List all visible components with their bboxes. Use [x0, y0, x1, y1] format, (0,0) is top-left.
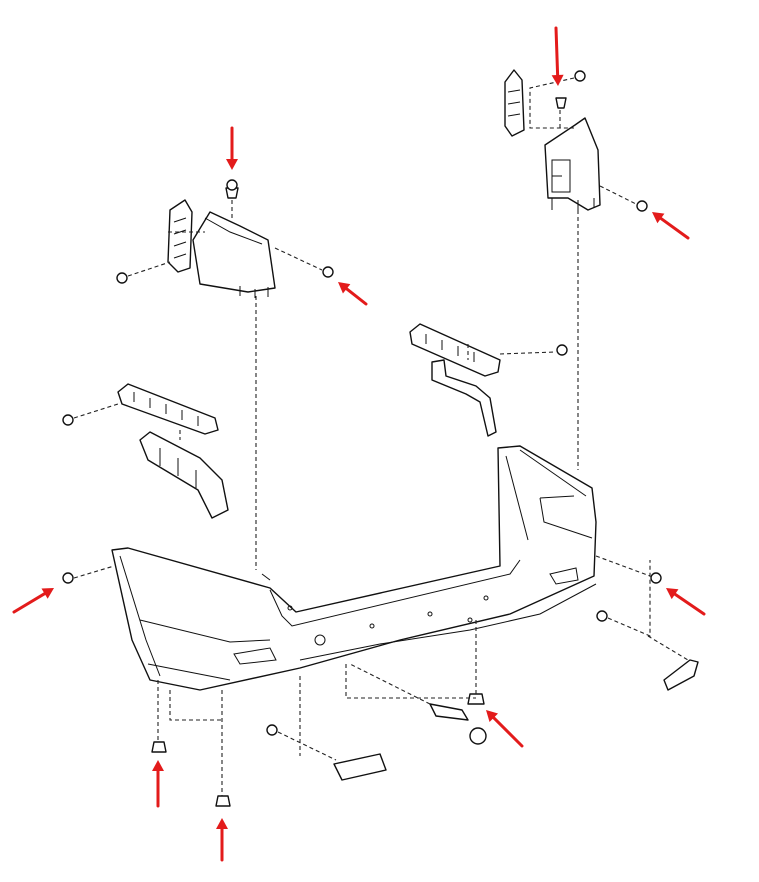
- red-arrow-4: [652, 212, 690, 240]
- rear-bumper-cover: [111, 445, 597, 691]
- towing-eye-cover: [429, 703, 487, 745]
- upper-left-side-bracket: [167, 199, 276, 298]
- middle-right-screw: [556, 344, 568, 356]
- left-reflector: [333, 753, 387, 781]
- red-arrow-6: [666, 588, 706, 616]
- red-arrow-2: [551, 26, 564, 86]
- upper-right-clip: [555, 70, 586, 109]
- upper-right-guide-lines: [529, 77, 637, 470]
- upper-left-screw: [116, 266, 334, 284]
- middle-left-guide-lines: [73, 403, 181, 440]
- red-arrow-3: [338, 282, 368, 306]
- upper-left-clip: [225, 179, 239, 199]
- middle-right-guide-lines: [467, 344, 557, 360]
- right-reflector: [663, 659, 699, 691]
- red-arrow-7: [152, 760, 164, 808]
- middle-right-retainer: [409, 323, 501, 437]
- upper-right-side-bracket: [504, 69, 601, 212]
- red-arrow-8: [216, 818, 228, 862]
- middle-left-screw: [62, 414, 74, 426]
- lower-fasteners: [62, 572, 662, 807]
- red-arrow-1: [226, 126, 238, 170]
- fastener-arrows: [12, 26, 706, 862]
- red-arrow-5: [12, 588, 54, 614]
- upper-left-guide-lines: [127, 200, 323, 570]
- middle-left-retainer: [117, 383, 229, 519]
- upper-right-screw: [636, 200, 648, 212]
- red-arrow-9: [486, 710, 524, 748]
- lower-guide-lines: [73, 555, 689, 796]
